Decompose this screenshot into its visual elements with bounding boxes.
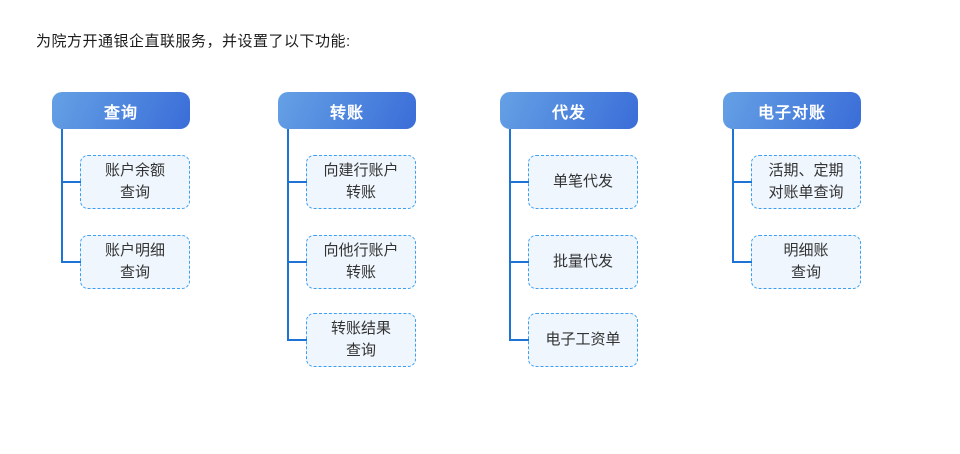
feature-label: 活期、定期 对账单查询: [768, 162, 844, 201]
feature-label: 电子工资单: [545, 331, 621, 349]
group-e-reconciliation: 电子对账 活期、定期 对账单查询 明细账 查询: [723, 92, 863, 392]
feature-detail-account-inquiry: 明细账 查询: [734, 235, 861, 289]
diagram-title: 为院方开通银企直联服务，并设置了以下功能:: [36, 33, 351, 50]
feature-account-balance-inquiry: 账户余额 查询: [63, 155, 190, 209]
feature-single-payment: 单笔代发: [511, 155, 638, 209]
feature-transfer-to-other-bank-account: 向他行账户 转账: [289, 235, 416, 289]
feature-label: 向建行账户 转账: [323, 162, 399, 201]
feature-label: 账户明细 查询: [104, 242, 165, 281]
connector-line: [287, 129, 289, 341]
group-header-transfer: 转账: [278, 92, 416, 129]
feature-statement-inquiry: 活期、定期 对账单查询: [734, 155, 861, 209]
feature-electronic-payslip: 电子工资单: [511, 313, 638, 367]
feature-transfer-result-inquiry: 转账结果 查询: [289, 313, 416, 367]
feature-label: 明细账 查询: [783, 242, 829, 281]
feature-label: 转账结果 查询: [330, 320, 391, 359]
group-transfer: 转账 向建行账户 转账 向他行账户 转账 转账结果 查询: [278, 92, 418, 392]
feature-account-detail-inquiry: 账户明细 查询: [63, 235, 190, 289]
feature-batch-payment: 批量代发: [511, 235, 638, 289]
connector-line: [61, 129, 63, 263]
feature-label: 账户余额 查询: [104, 162, 165, 201]
group-header-query: 查询: [52, 92, 190, 129]
group-header-agency-payment: 代发: [500, 92, 638, 129]
feature-transfer-to-ccb-account: 向建行账户 转账: [289, 155, 416, 209]
connector-line: [509, 129, 511, 341]
connector-line: [732, 129, 734, 263]
group-query: 查询 账户余额 查询 账户明细 查询: [52, 92, 192, 392]
feature-label: 批量代发: [552, 253, 613, 271]
feature-label: 单笔代发: [552, 173, 613, 191]
group-header-e-reconciliation: 电子对账: [723, 92, 861, 129]
group-agency-payment: 代发 单笔代发 批量代发 电子工资单: [500, 92, 640, 392]
feature-label: 向他行账户 转账: [323, 242, 399, 281]
